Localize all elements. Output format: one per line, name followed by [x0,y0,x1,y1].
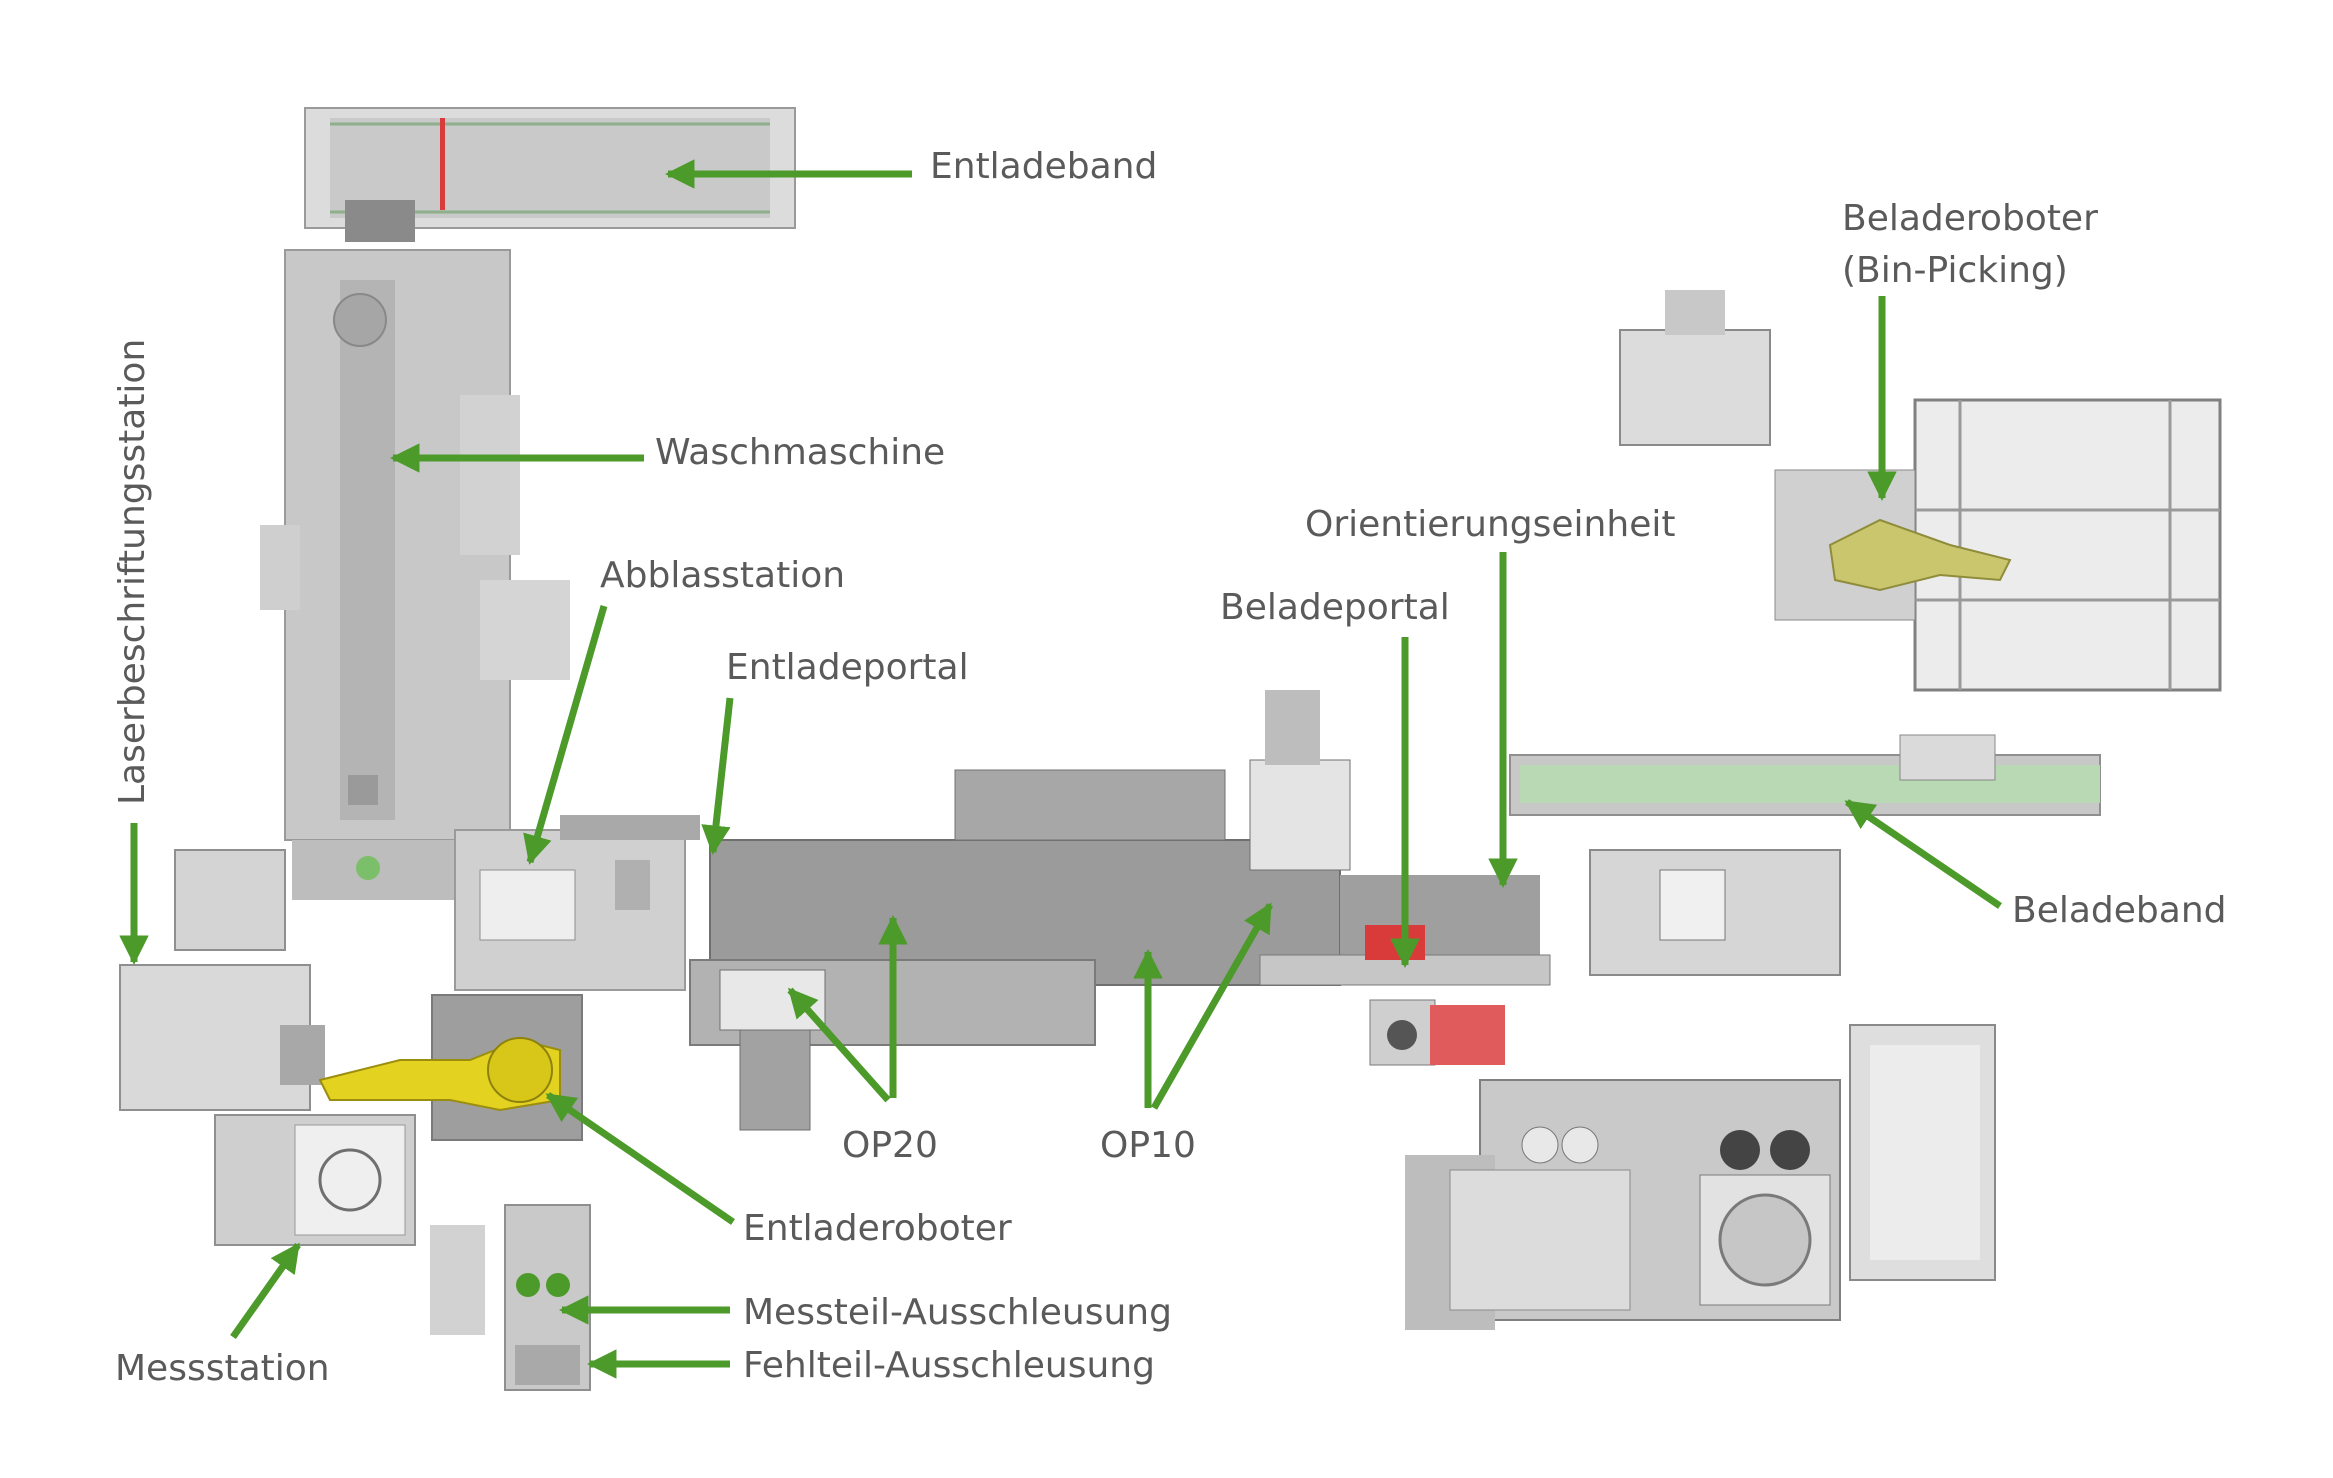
label-beladeband: Beladeband [2012,890,2227,931]
beladeband-machine [1509,734,2101,976]
label-beladeportal: Beladeportal [1220,587,1450,628]
label-waschmaschine: Waschmaschine [655,432,946,473]
label-entladeband: Entladeband [930,146,1158,187]
label-op10: OP10 [1100,1125,1196,1166]
abblasstation-machine [454,815,700,991]
arrow-op20-left [787,987,891,1103]
label-fehlteil-ausschleusung: Fehlteil-Ausschleusung [743,1345,1155,1386]
entladeband-machine [304,107,796,242]
label-messstation: Messstation [115,1348,330,1389]
arrow-messstation [230,1242,301,1340]
bottom-right-machines [1405,1024,1996,1330]
waschmaschine-machine [260,249,570,900]
arrow-abblasstation [523,605,608,865]
label-abblasstation: Abblasstation [600,555,846,596]
arrow-beladeband [1844,799,2002,909]
label-beladeroboter-line2: (Bin-Picking) [1842,250,2068,291]
arrow-entladeroboter [545,1092,735,1225]
label-entladeroboter: Entladeroboter [743,1208,1012,1249]
label-beladeroboter-line1: Beladeroboter [1842,198,2098,239]
beladeroboter-machine [1619,290,2222,692]
op20-op10-machine [689,690,1551,1131]
arrow-entladeportal [701,697,734,855]
label-orientierungseinheit: Orientierungseinheit [1305,504,1676,545]
laserstation-machine [119,849,416,1246]
arrow-op10-right [1150,902,1274,1110]
ausschleusung-machine [430,1204,591,1391]
label-messteil-ausschleusung: Messteil-Ausschleusung [743,1292,1172,1333]
label-laserbeschriftungsstation: Laserbeschriftungsstation [112,338,153,805]
label-entladeportal: Entladeportal [726,647,969,688]
label-op20: OP20 [842,1125,938,1166]
